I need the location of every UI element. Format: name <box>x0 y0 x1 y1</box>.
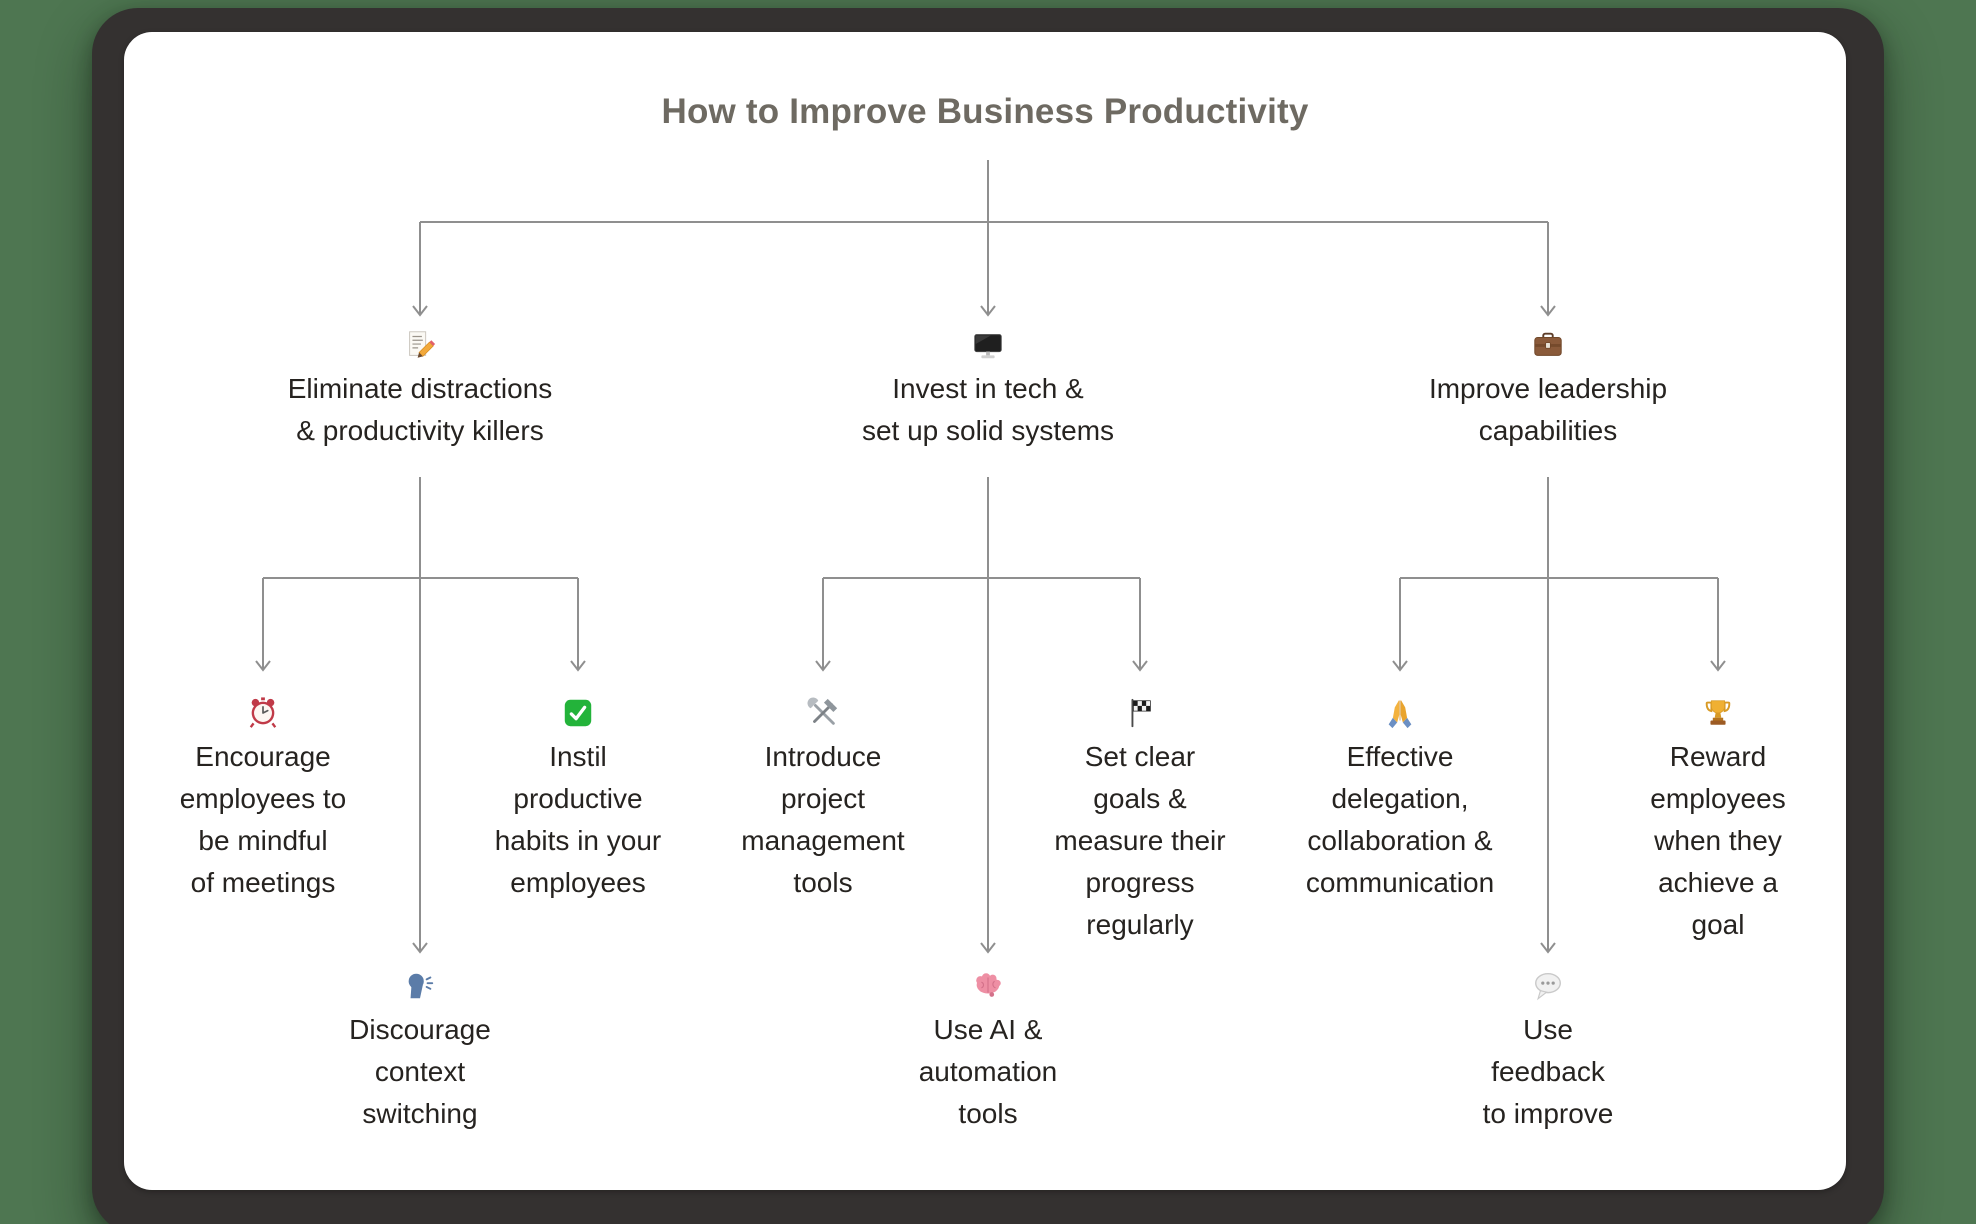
leaf-label: Discourage context switching <box>349 1014 491 1129</box>
leaf-use-ai-automation: Use AI & automation tools <box>858 969 1118 1135</box>
folded-hands-icon <box>1388 699 1412 729</box>
memo-icon <box>409 331 436 358</box>
leaf-label: Effective delegation, collaboration & co… <box>1305 741 1495 898</box>
briefcase-icon <box>1534 332 1562 356</box>
leaf-productive-habits: Instil productive habits in your employe… <box>458 696 698 904</box>
desktop-computer-icon <box>974 334 1002 359</box>
leaf-project-management-tools: Introduce project management tools <box>703 696 943 904</box>
branch-eliminate-distractions: Eliminate distractions & productivity ki… <box>250 328 590 452</box>
branch-label: Improve leadership capabilities <box>1428 373 1668 446</box>
page-title: How to Improve Business Productivity <box>661 92 1309 131</box>
leaf-mindful-of-meetings: Encourage employees to be mindful of mee… <box>143 696 383 904</box>
alarm-clock-icon <box>249 697 277 728</box>
branch-improve-leadership: Improve leadership capabilities <box>1378 328 1718 452</box>
branch-invest-in-tech: Invest in tech & set up solid systems <box>818 328 1158 452</box>
branch-label: Invest in tech & set up solid systems <box>861 373 1115 446</box>
leaf-label: Introduce project management tools <box>741 741 905 898</box>
mindmap-canvas: How to Improve Business Productivity <box>124 32 1846 1190</box>
speaking-head-icon <box>408 973 434 999</box>
leaf-discourage-context-switching: Discourage context switching <box>290 969 550 1135</box>
leaf-reward-employees: Reward employees when they achieve a goa… <box>1598 696 1838 946</box>
leaf-label: Encourage employees to be mindful of mee… <box>179 741 347 898</box>
branch-label: Eliminate distractions & productivity ki… <box>287 373 553 446</box>
leaf-label: Use feedback to improve <box>1482 1014 1614 1129</box>
check-mark-icon <box>564 699 592 727</box>
leaf-label: Instil productive habits in your employe… <box>494 741 662 898</box>
hammer-wrench-icon <box>807 697 838 725</box>
leaf-set-clear-goals: Set clear goals & measure their progress… <box>1020 696 1260 946</box>
leaf-label: Reward employees when they achieve a goa… <box>1650 741 1786 940</box>
checkered-flag-icon <box>1131 698 1151 728</box>
trophy-icon <box>1705 700 1731 725</box>
brain-icon <box>976 973 1001 997</box>
leaf-effective-delegation: Effective delegation, collaboration & co… <box>1280 696 1520 904</box>
connector-lines <box>255 160 1726 954</box>
speech-balloon-icon <box>1535 973 1561 1001</box>
leaf-label: Use AI & automation tools <box>918 1014 1058 1129</box>
leaf-label: Set clear goals & measure their progress… <box>1054 741 1226 940</box>
leaf-use-feedback: Use feedback to improve <box>1418 969 1678 1135</box>
